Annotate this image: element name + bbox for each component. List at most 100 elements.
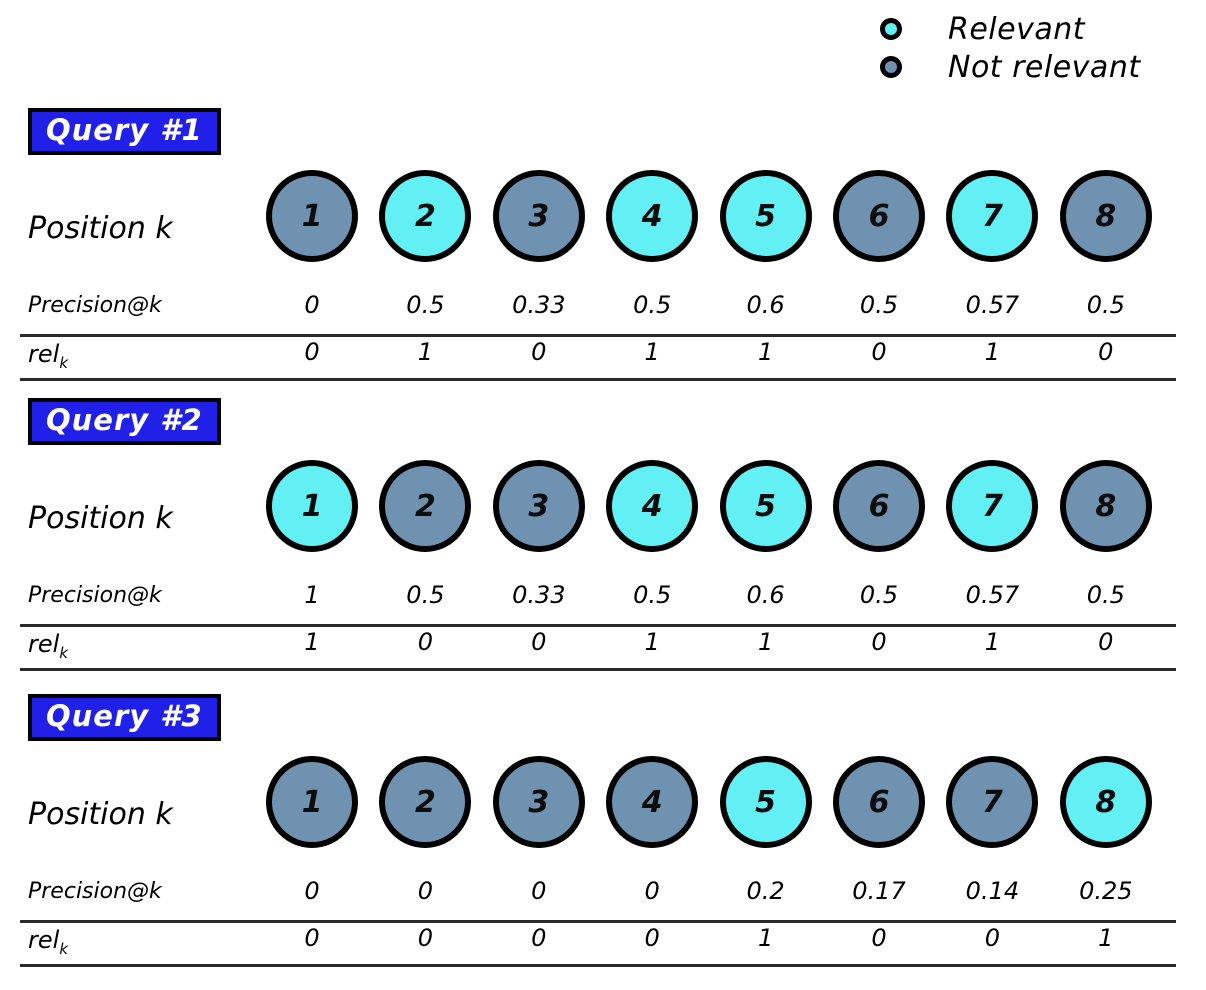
precision-value: 0.2 [746, 877, 785, 905]
position-circle: 2 [379, 170, 472, 262]
rel-value: 0 [304, 924, 320, 952]
rel-subscript: k [59, 939, 68, 958]
precision-value: 0 [304, 291, 320, 319]
rel-value: 0 [871, 628, 887, 656]
precision-value: 0.5 [406, 581, 445, 609]
position-circle: 5 [719, 756, 812, 848]
rel-value: 0 [871, 924, 887, 952]
position-circle: 4 [606, 756, 699, 848]
rel-value: 0 [531, 338, 547, 366]
rel-value: 1 [644, 628, 660, 656]
position-circle: 8 [1059, 170, 1152, 262]
row-label-rel: relk [28, 630, 68, 662]
position-circle: 5 [719, 170, 812, 262]
precision-value: 0.5 [1086, 581, 1125, 609]
rel-value: 0 [417, 924, 434, 952]
rel-value: 0 [1098, 338, 1114, 366]
rel-value: 0 [644, 924, 660, 952]
rel-value: 1 [984, 338, 1001, 366]
rel-value: 1 [757, 924, 774, 952]
precision-value: 0.5 [633, 291, 672, 319]
divider-bottom [20, 668, 1176, 671]
query-badge-wrap-3: Query #3 [28, 694, 221, 742]
divider-top [20, 334, 1176, 337]
legend-label-not-relevant: Not relevant [948, 49, 1141, 85]
query-badge-3: Query #3 [28, 694, 221, 742]
precision-value: 0.33 [512, 291, 566, 319]
query-badge-wrap-2: Query #2 [28, 398, 221, 446]
row-label-rel: relk [28, 926, 68, 958]
precision-value: 0.6 [746, 581, 785, 609]
rel-value: 0 [1098, 628, 1114, 656]
precision-value: 0.5 [859, 291, 899, 319]
position-circle: 1 [266, 460, 358, 552]
position-circle: 5 [719, 460, 812, 552]
legend-label-relevant: Relevant [948, 11, 1086, 47]
rel-value: 0 [417, 628, 434, 656]
rel-value: 0 [871, 338, 887, 366]
rel-value: 1 [417, 338, 434, 366]
precision-values-1: 0 0.5 0.33 0.5 0.6 0.5 0.57 0.5 [266, 291, 1176, 325]
position-circle: 4 [606, 170, 699, 262]
divider-top [20, 920, 1176, 923]
precision-value: 0.57 [965, 291, 1020, 319]
position-circle: 7 [946, 756, 1039, 848]
precision-value: 0.33 [512, 581, 566, 609]
rel-value: 0 [984, 924, 1001, 952]
position-circle: 4 [606, 460, 699, 552]
position-circle: 1 [266, 756, 358, 848]
position-circle: 3 [492, 170, 585, 262]
rel-values-2: 1 0 0 1 1 0 1 0 [266, 628, 1176, 662]
position-circle: 6 [833, 170, 925, 262]
rel-subscript: k [59, 353, 68, 372]
rel-values-3: 0 0 0 0 1 0 0 1 [266, 924, 1176, 958]
circle-icon [880, 18, 902, 40]
query-badge-wrap-1: Query #1 [28, 108, 221, 156]
precision-value: 0.17 [852, 877, 906, 905]
row-label-position: Position k [28, 211, 173, 246]
legend-item-not-relevant: Not relevant [880, 48, 1200, 86]
position-circle: 7 [946, 460, 1039, 552]
position-circle: 7 [946, 170, 1039, 262]
rel-value: 1 [984, 628, 1001, 656]
row-label-precision: Precision@k [28, 583, 162, 608]
rel-value: 0 [531, 924, 547, 952]
query-badge-1: Query #1 [28, 108, 221, 156]
precision-value: 0 [644, 877, 660, 905]
rel-value: 0 [531, 628, 547, 656]
rel-value: 0 [304, 338, 320, 366]
row-label-precision: Precision@k [28, 879, 162, 904]
position-circle: 6 [833, 460, 925, 552]
divider-bottom [20, 378, 1176, 381]
position-circle: 8 [1059, 756, 1152, 848]
position-circle: 3 [492, 460, 585, 552]
legend: Relevant Not relevant [880, 10, 1200, 86]
rel-value: 1 [644, 338, 660, 366]
rel-value: 1 [757, 628, 774, 656]
precision-value: 0.6 [746, 291, 785, 319]
rel-value: 1 [1098, 924, 1114, 952]
circle-icon [880, 56, 902, 78]
precision-value: 0 [417, 877, 434, 905]
position-circle: 2 [379, 756, 472, 848]
row-label-rel: relk [28, 340, 68, 372]
precision-value: 0.5 [406, 291, 445, 319]
legend-item-relevant: Relevant [880, 10, 1200, 48]
rel-text: rel [28, 926, 60, 954]
precision-value: 1 [304, 581, 320, 609]
position-circle: 6 [833, 756, 925, 848]
row-label-precision: Precision@k [28, 293, 162, 318]
precision-value: 0 [304, 877, 320, 905]
row-label-position: Position k [28, 797, 173, 832]
precision-value: 0.5 [1086, 291, 1125, 319]
rel-value: 1 [304, 628, 320, 656]
precision-value: 0.5 [859, 581, 899, 609]
row-label-position: Position k [28, 501, 173, 536]
query-badge-2: Query #2 [28, 398, 221, 446]
